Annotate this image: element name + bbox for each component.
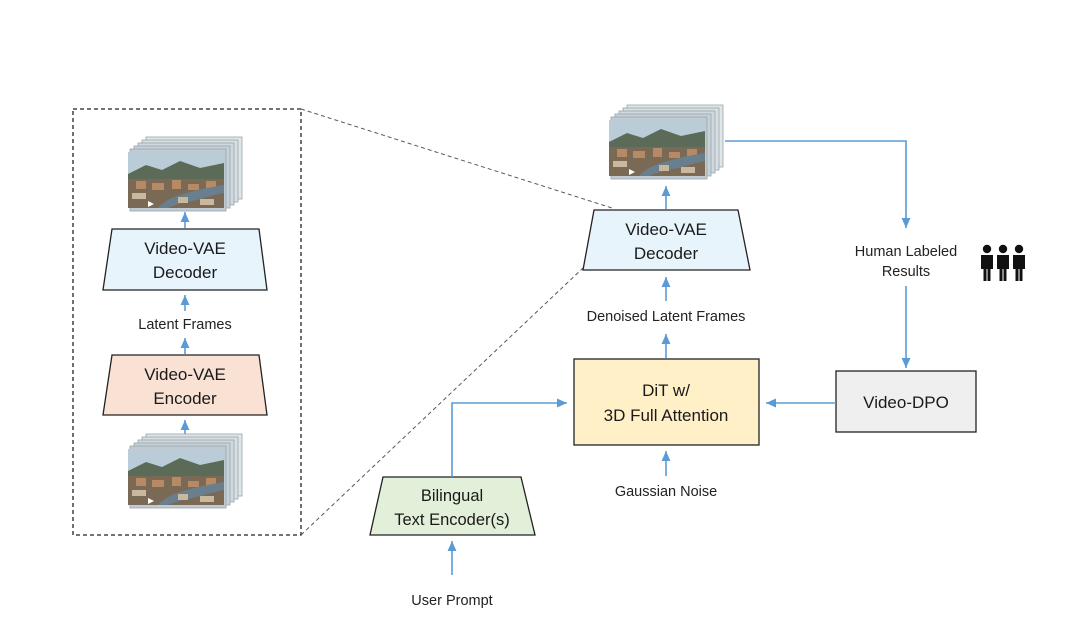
inset-vae-encoder-box: Video-VAE Encoder (102, 354, 268, 416)
user-prompt-label: User Prompt (411, 593, 492, 609)
output-video-icon (608, 104, 724, 180)
dit-line1: DiT w/ (642, 381, 690, 400)
text-encoder-line1: Bilingual (421, 487, 483, 505)
human-labeled-line2: Results (882, 264, 930, 280)
vae-decoder-box: Video-VAE Decoder (582, 209, 751, 271)
inset-decoder-line2: Decoder (153, 263, 218, 282)
arrow-text-encoder-to-dit (451, 398, 567, 477)
decoder-line1: Video-VAE (625, 220, 707, 239)
human-labeled-line1: Human Labeled (855, 244, 957, 260)
dit-line2: 3D Full Attention (604, 406, 729, 425)
text-encoder-line2: Text Encoder(s) (394, 511, 510, 529)
zoom-inset-frame (72, 108, 302, 536)
inset-output-video-icon (127, 136, 243, 212)
gaussian-noise-label: Gaussian Noise (615, 484, 717, 500)
zoom-guide-line-top (300, 108, 613, 209)
decoder-line2: Decoder (634, 244, 699, 263)
video-dpo-box: Video-DPO (835, 370, 977, 433)
inset-vae-decoder-box: Video-VAE Decoder (102, 228, 268, 291)
inset-encoder-line2: Encoder (153, 389, 217, 408)
people-group-icon (981, 244, 1025, 281)
denoised-latent-frames-label: Denoised Latent Frames (587, 309, 746, 325)
inset-decoder-line1: Video-VAE (144, 239, 226, 258)
text-encoder-box: Bilingual Text Encoder(s) (369, 476, 536, 536)
inset-encoder-line1: Video-VAE (144, 365, 226, 384)
dit-box: DiT w/ 3D Full Attention (573, 358, 760, 446)
arrow-video-to-human-labels (725, 140, 911, 228)
video-dpo-label: Video-DPO (863, 393, 949, 412)
zoom-guide-line-bottom (300, 267, 584, 536)
inset-input-video-icon (127, 433, 243, 509)
inset-latent-frames-label: Latent Frames (138, 317, 232, 333)
